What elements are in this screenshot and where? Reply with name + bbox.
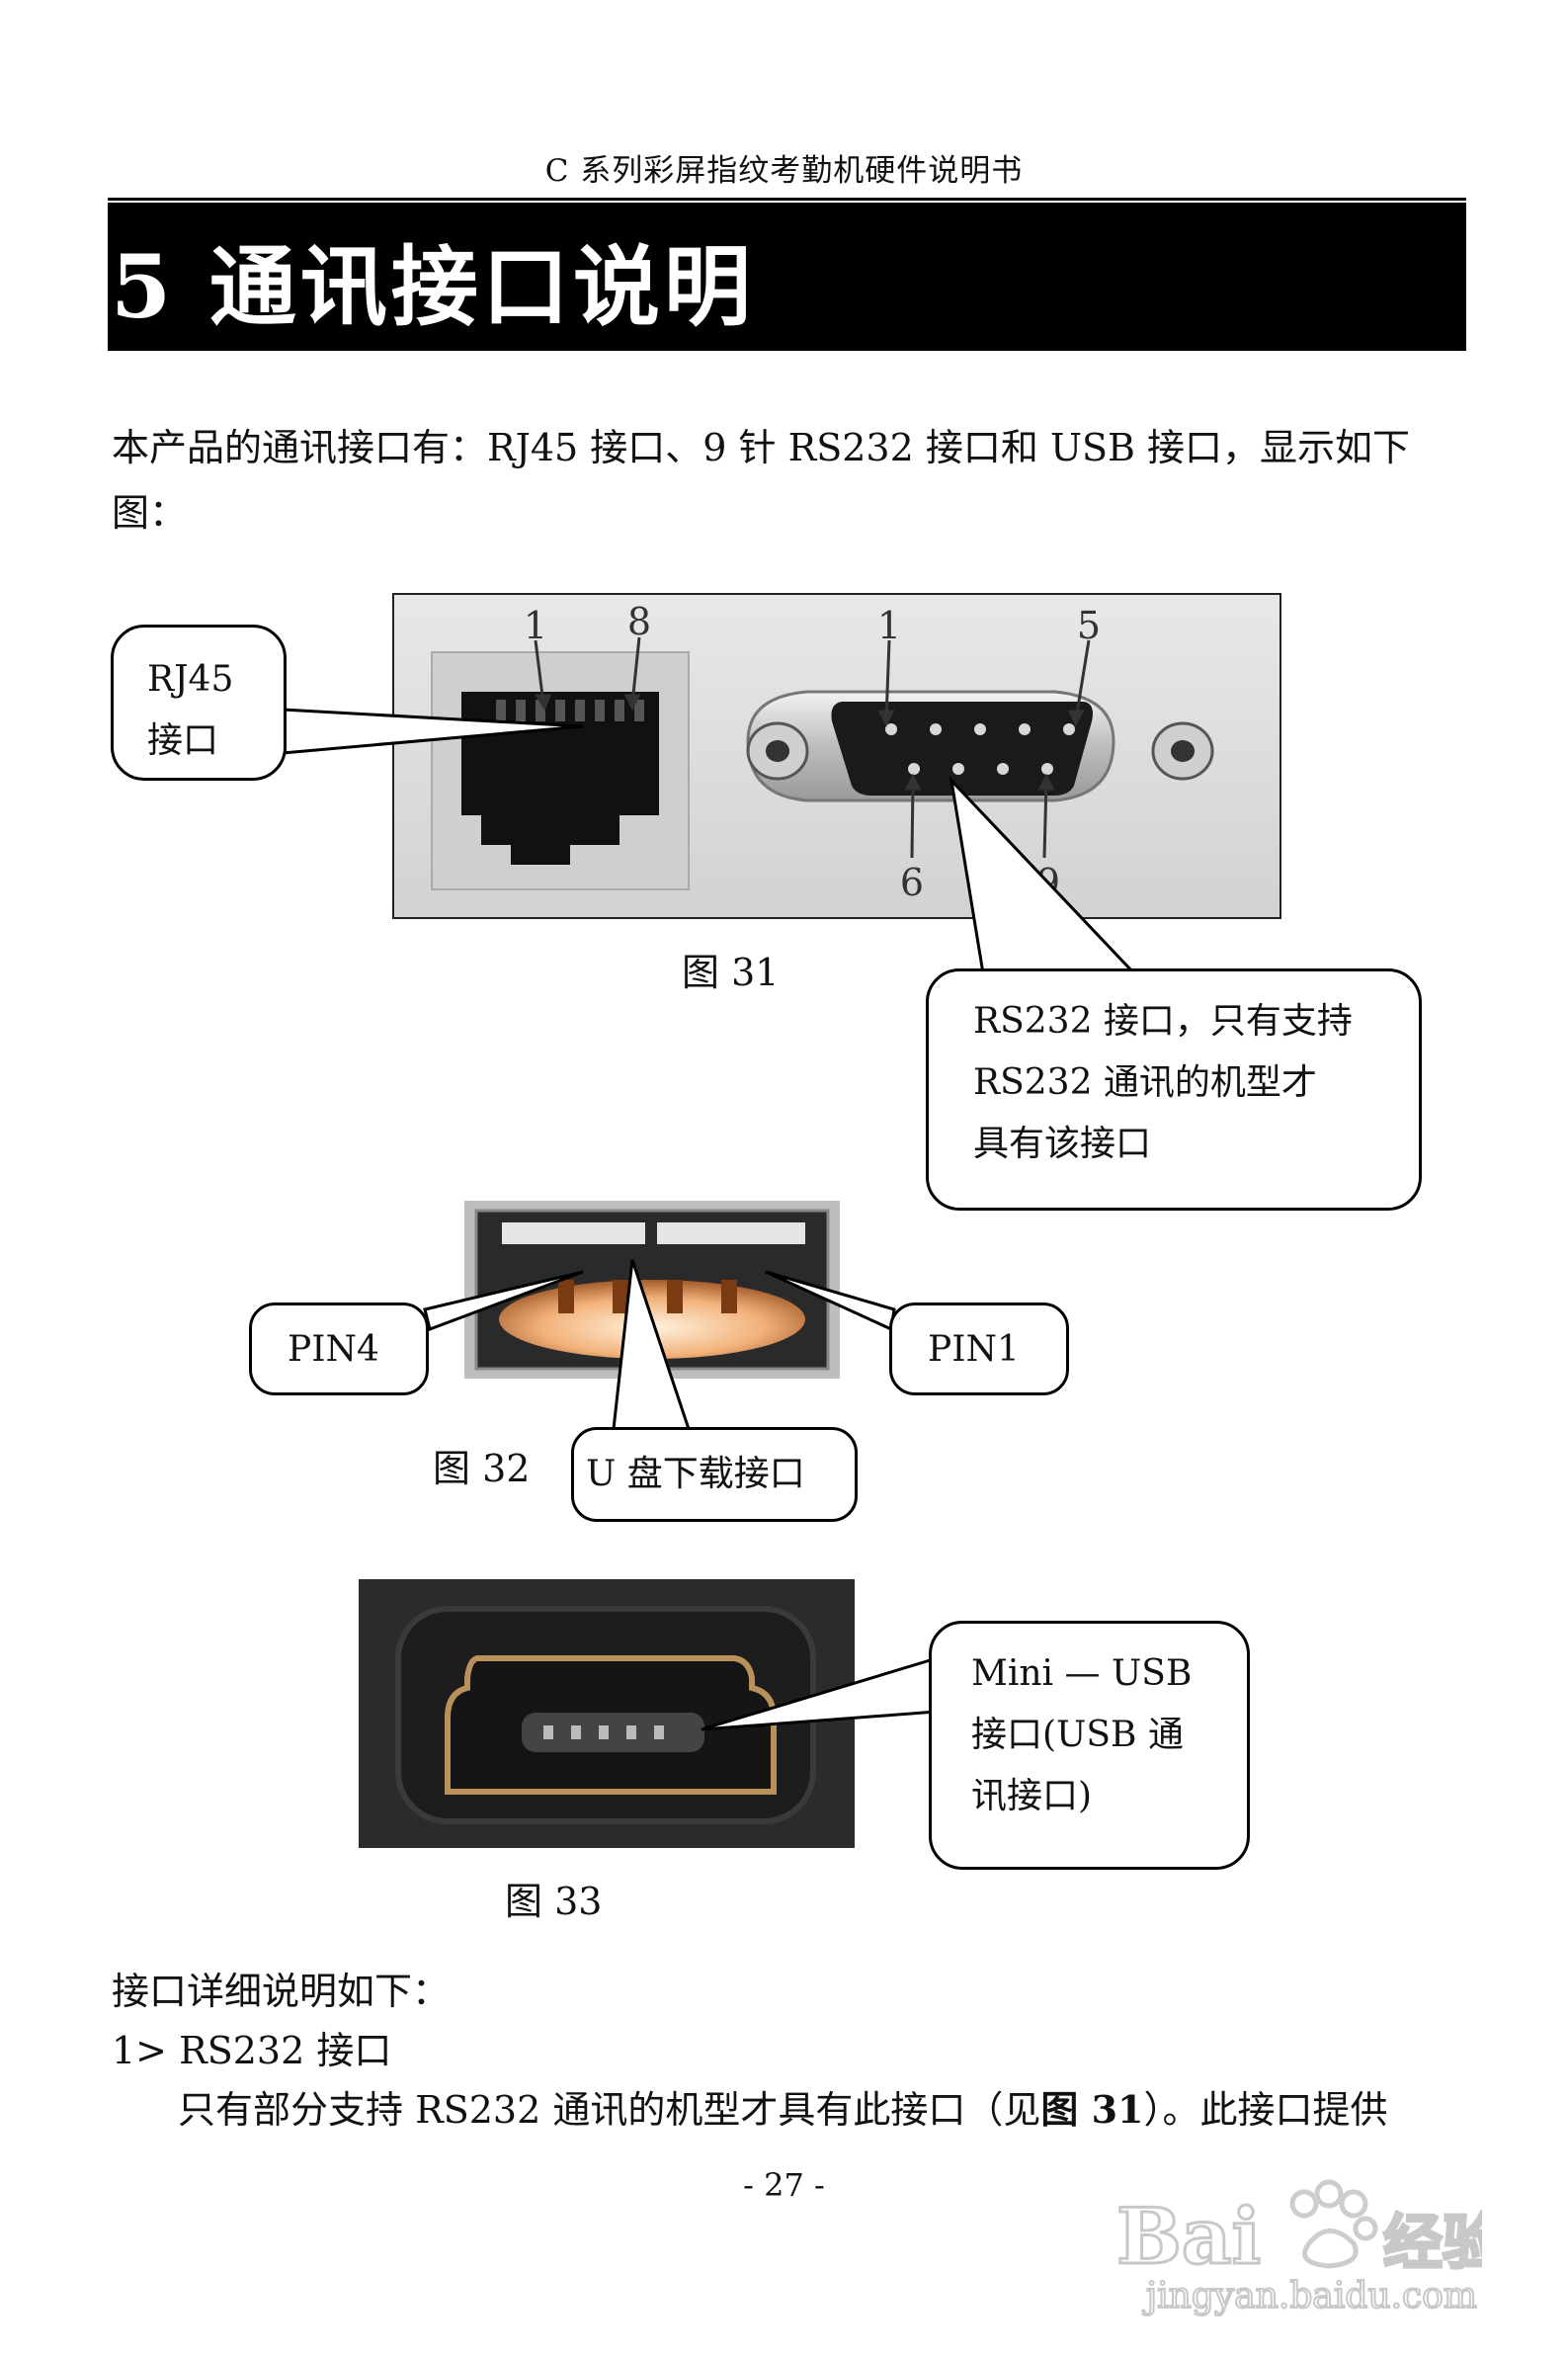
- body-paragraph-text: ）。此接口提供: [1143, 2088, 1388, 2132]
- chapter-title: 5 通讯接口说明: [111, 235, 755, 338]
- rj45-socket-graphic: [431, 651, 690, 890]
- svg-text:jingyan.baidu.com: jingyan.baidu.com: [1142, 2276, 1477, 2316]
- mini-usb-callout: Mini — USB 接口(USB 通 讯接口): [929, 1621, 1250, 1870]
- mini-usb-callout-line: Mini — USB: [971, 1653, 1193, 1694]
- rj45-callout-line: RJ45: [147, 659, 234, 700]
- rs232-callout-line: RS232 通讯的机型才: [973, 1062, 1317, 1103]
- body-paragraph-text: 只有部分支持 RS232 通讯的机型才具有此接口（见: [178, 2088, 1041, 2132]
- rj45-callout: RJ45 接口: [111, 625, 287, 781]
- figure-31-caption: 图 31: [682, 951, 780, 994]
- mini-usb-callout-line: 接口(USB 通: [971, 1715, 1184, 1755]
- db9-pin-5-label: 5: [1077, 604, 1101, 647]
- rs232-callout-line: RS232 接口，只有支持: [973, 1001, 1353, 1042]
- pin4-callout: PIN4: [249, 1303, 429, 1395]
- db9-pin-1-label: 1: [877, 604, 901, 647]
- running-header: C 系列彩屏指纹考勤机硬件说明书: [544, 153, 1024, 189]
- svg-text:经验: 经验: [1383, 2209, 1482, 2278]
- pin4-label: PIN4: [288, 1329, 379, 1370]
- pin1-label: PIN1: [928, 1329, 1020, 1370]
- baidu-jingyan-watermark: Bai 经验 jingyan.baidu.com: [1115, 2179, 1482, 2317]
- figure-31-photo: 1 8 1 5 6 9: [392, 593, 1281, 919]
- rj45-pin-1-label: 1: [524, 604, 547, 647]
- body-section-heading: 1> RS232 接口: [112, 2029, 392, 2072]
- svg-text:Bai: Bai: [1116, 2192, 1261, 2282]
- body-paragraph: 只有部分支持 RS232 通讯的机型才具有此接口（见图 31）。此接口提供: [178, 2080, 1387, 2140]
- usb-download-callout: U 盘下载接口: [571, 1427, 858, 1522]
- intro-paragraph: 本产品的通讯接口有：RJ45 接口、9 针 RS232 接口和 USB 接口，显…: [112, 426, 1411, 535]
- db9-connector-graphic: [746, 690, 1214, 802]
- pin1-callout: PIN1: [889, 1303, 1069, 1395]
- pin-arrows: [534, 636, 1091, 859]
- page-number: - 27 -: [743, 2166, 825, 2204]
- figure-32-caption: 图 32: [433, 1447, 531, 1490]
- rj45-pin-8-label: 8: [627, 600, 651, 643]
- rs232-callout-line: 具有该接口: [973, 1124, 1152, 1164]
- chapter-banner: [108, 203, 1466, 351]
- rs232-callout: RS232 接口，只有支持 RS232 通讯的机型才 具有该接口: [926, 968, 1422, 1211]
- db9-pin-6-label: 6: [900, 861, 924, 904]
- body-line-intro: 接口详细说明如下：: [112, 1970, 451, 2013]
- rj45-callout-line: 接口: [147, 720, 219, 761]
- figure-reference: 图 31: [1040, 2087, 1144, 2132]
- figure-33-caption: 图 33: [505, 1880, 603, 1923]
- figure-33-pointer: [701, 1655, 939, 1731]
- usb-download-label: U 盘下载接口: [586, 1454, 805, 1494]
- header-rule: [108, 198, 1466, 201]
- mini-usb-callout-line: 讯接口): [971, 1776, 1093, 1816]
